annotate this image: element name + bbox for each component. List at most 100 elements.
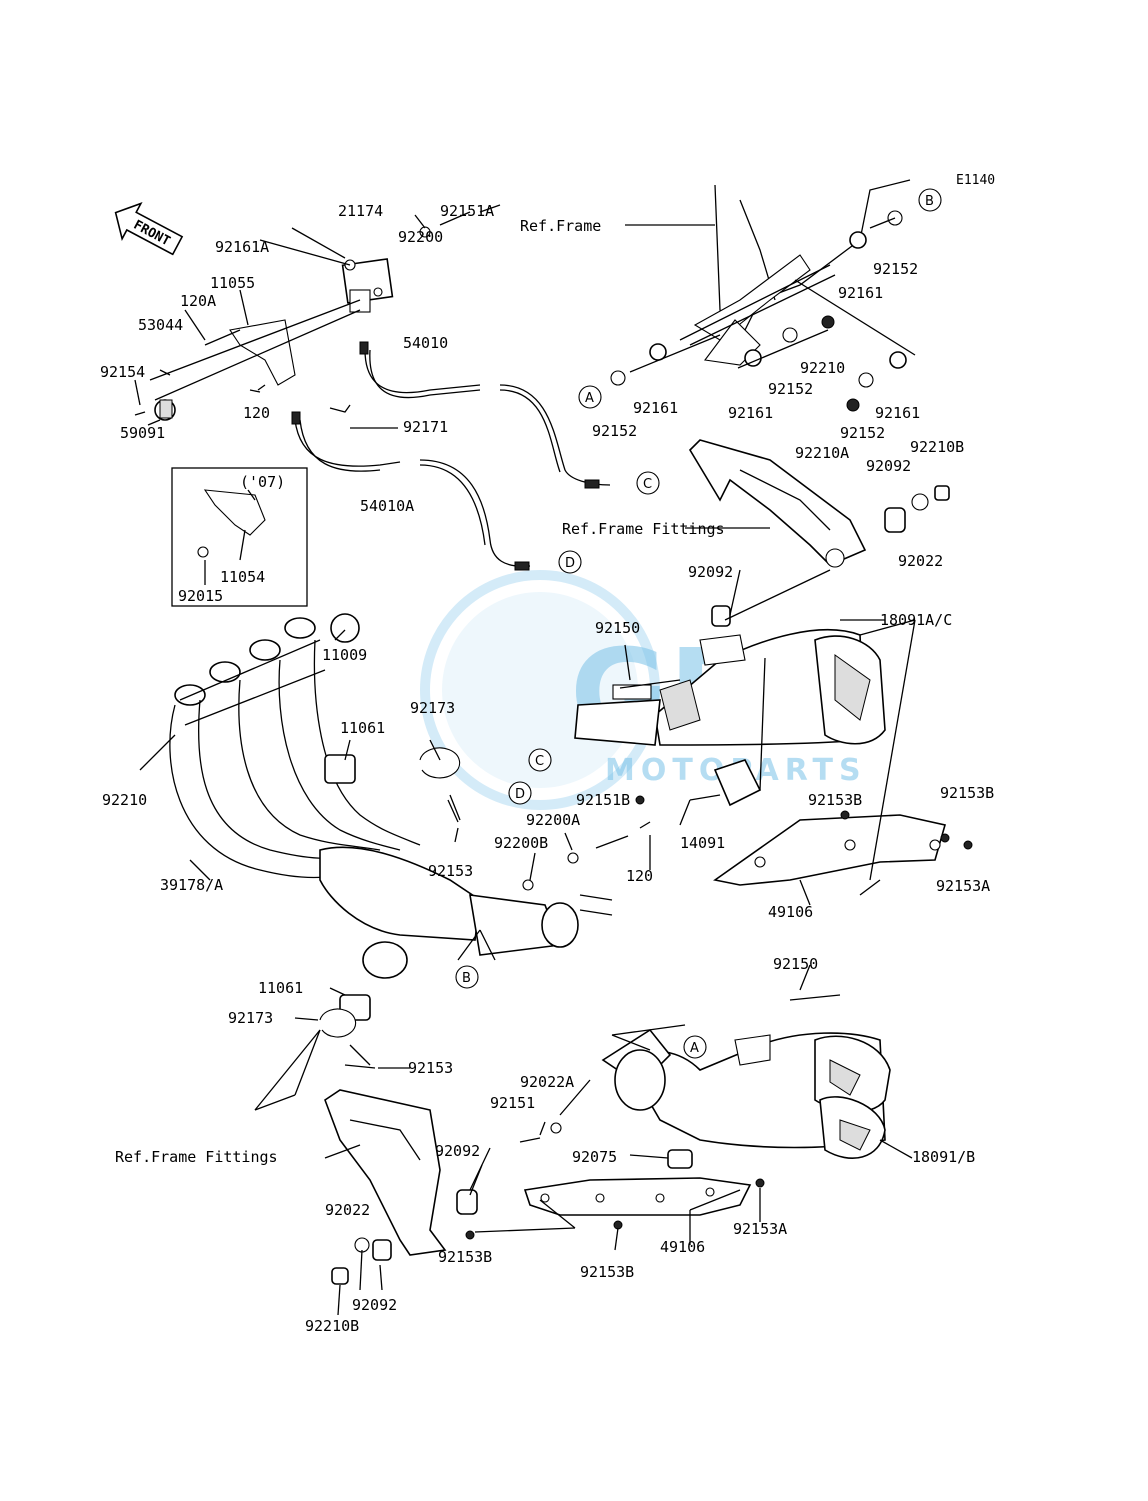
svg-text:A: A <box>585 391 594 406</box>
year-note: ('07) <box>240 473 285 491</box>
part-label: 92153 <box>408 1059 453 1077</box>
upper-muffler <box>574 628 886 807</box>
part-label: 92173 <box>228 1009 273 1027</box>
part-label: 92150 <box>595 619 640 637</box>
frame-washers-and-nuts <box>610 210 916 412</box>
part-label: 54010 <box>403 334 448 352</box>
gaskets-and-clamps <box>319 613 461 1066</box>
part-label: 49106 <box>660 1238 705 1256</box>
part-label: 11061 <box>340 719 385 737</box>
part-label: 18091/B <box>912 1148 975 1166</box>
part-label: 92210 <box>102 791 147 809</box>
part-label: 92153A <box>936 877 990 895</box>
part-label: 92161A <box>215 238 269 256</box>
right-frame-fitting-bracket <box>688 439 950 627</box>
part-label: 92153B <box>438 1248 492 1266</box>
part-label: 54010A <box>360 497 414 515</box>
part-label: 11061 <box>258 979 303 997</box>
part-label: 14091 <box>680 834 725 852</box>
part-label: 92171 <box>403 418 448 436</box>
connector-B-top: B <box>918 188 942 212</box>
part-label: 92161 <box>838 284 883 302</box>
svg-text:B: B <box>925 194 934 209</box>
part-label: 92154 <box>100 363 145 381</box>
part-label: 11055 <box>210 274 255 292</box>
diagram-code: E1140 <box>956 173 995 188</box>
svg-text:A: A <box>690 1041 699 1056</box>
part-label: 92153B <box>940 784 994 802</box>
part-label: 92153 <box>428 862 473 880</box>
part-label: 92075 <box>572 1148 617 1166</box>
part-label: 92200B <box>494 834 548 852</box>
connector-B-mid: B <box>455 965 479 989</box>
left-frame-fitting-bracket <box>324 1089 478 1285</box>
lower-muffler <box>601 1028 891 1169</box>
part-label: 92161 <box>633 399 678 417</box>
part-label: 11009 <box>322 646 367 664</box>
part-label: 92161 <box>728 404 773 422</box>
part-label: 92092 <box>688 563 733 581</box>
part-label: 120 <box>626 867 653 885</box>
bolts <box>134 211 973 1240</box>
ref-frame-fittings-right-label: Ref.Frame Fittings <box>562 520 725 538</box>
part-label: 92092 <box>866 457 911 475</box>
part-label: 21174 <box>338 202 383 220</box>
part-label: 11054 <box>220 568 265 586</box>
part-label: 59091 <box>120 424 165 442</box>
actuator-bracket <box>149 299 361 421</box>
svg-text:C: C <box>643 477 652 492</box>
part-label: 92200 <box>398 228 443 246</box>
svg-text:D: D <box>515 787 525 802</box>
connector-C-mid: C <box>528 748 552 772</box>
connector-A-top: A <box>578 385 602 409</box>
upper-heat-shield <box>713 814 947 886</box>
part-labels: 92161A 21174 92200 92151A 11055 120A 530… <box>100 202 994 1335</box>
part-label: 92022 <box>325 1201 370 1219</box>
svg-text:C: C <box>535 754 544 769</box>
leader-lines <box>134 204 916 1316</box>
year-variant-box <box>171 467 308 607</box>
part-label: 92022A <box>520 1073 574 1091</box>
part-label: 92022 <box>898 552 943 570</box>
part-label: 18091A/C <box>880 611 952 629</box>
part-label: 92151 <box>490 1094 535 1112</box>
part-label: 92015 <box>178 587 223 605</box>
part-label: 92152 <box>873 260 918 278</box>
part-label: 92210B <box>910 438 964 456</box>
part-label: 92161 <box>875 404 920 422</box>
part-label: 92092 <box>352 1296 397 1314</box>
part-label: 92173 <box>410 699 455 717</box>
connector-D-mid: D <box>508 781 532 805</box>
part-label: 92151B <box>576 791 630 809</box>
exhaust-valve-actuator <box>341 258 394 313</box>
connector-D-top: D <box>558 550 582 574</box>
part-label: 92152 <box>840 424 885 442</box>
part-label: 92200A <box>526 811 580 829</box>
part-label: 92153B <box>580 1263 634 1281</box>
part-label: 92152 <box>768 380 813 398</box>
part-label: 92210 <box>800 359 845 377</box>
ref-frame-label: Ref.Frame <box>520 217 601 235</box>
part-label: 49106 <box>768 903 813 921</box>
connector-C-top: C <box>636 471 660 495</box>
part-label: 92092 <box>435 1142 480 1160</box>
part-label: 92151A <box>440 202 494 220</box>
part-label: 92152 <box>592 422 637 440</box>
part-label: 120 <box>243 404 270 422</box>
part-label: 92210B <box>305 1317 359 1335</box>
front-direction-arrow: FRONT <box>114 201 184 256</box>
throttle-cables <box>291 341 611 571</box>
svg-text:D: D <box>565 556 575 571</box>
svg-text:B: B <box>462 971 471 986</box>
part-label: 92153A <box>733 1220 787 1238</box>
part-label: 92210A <box>795 444 849 462</box>
part-label: 120A <box>180 292 216 310</box>
exhaust-header-pipes <box>169 617 579 979</box>
ref-frame-fittings-left-label: Ref.Frame Fittings <box>115 1148 278 1166</box>
part-label: 92153B <box>808 791 862 809</box>
connector-A-bottom: A <box>683 1035 707 1059</box>
part-label: 92150 <box>773 955 818 973</box>
part-label: 53044 <box>138 316 183 334</box>
lower-heat-shield <box>523 1177 752 1216</box>
